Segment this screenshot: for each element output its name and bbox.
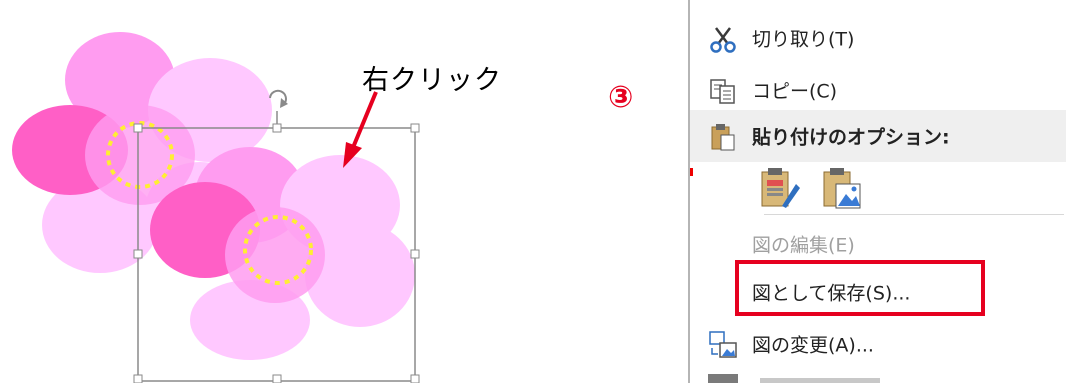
- menu-item-edit-picture: 図の編集(E): [690, 218, 1066, 270]
- flower-illustration: [12, 32, 420, 383]
- next-item-icon: [708, 374, 738, 383]
- clipboard-icon: [711, 124, 735, 151]
- front-flower[interactable]: [150, 147, 415, 360]
- menu-label-copy: コピー(C): [752, 80, 838, 103]
- slide-canvas: 右クリック: [12, 32, 502, 383]
- next-item-label: [760, 378, 880, 383]
- menu-item-save-as-picture[interactable]: 図として保存(S)...: [690, 266, 1066, 318]
- paste-picture-icon[interactable]: [820, 166, 866, 212]
- save-as-picture-highlight: [735, 260, 985, 316]
- menu-label-edit-picture: 図の編集(E): [752, 234, 855, 257]
- menu-label-save-as-picture: 図として保存(S)...: [752, 282, 911, 305]
- context-menu: 切り取り(T) コピー(C) 貼り付けのオプション:: [688, 0, 1066, 383]
- scissors-icon: [710, 27, 736, 53]
- menu-separator: [764, 214, 1064, 215]
- pointer-arrow-icon: [343, 91, 378, 168]
- menu-item-copy[interactable]: コピー(C): [690, 64, 1066, 116]
- menu-item-change-picture[interactable]: 図の変更(A)...: [690, 318, 1066, 370]
- menu-label-change-picture: 図の変更(A)...: [752, 334, 874, 357]
- paste-keep-format-icon[interactable]: [756, 166, 802, 212]
- ruler-mark: [690, 168, 693, 176]
- step-number: ③: [608, 80, 634, 115]
- selection-box[interactable]: [133, 111, 420, 383]
- menu-label-cut: 切り取り(T): [752, 28, 855, 51]
- copy-icon: [710, 79, 735, 104]
- menu-item-cut[interactable]: 切り取り(T): [690, 12, 1066, 64]
- change-picture-icon: [709, 331, 737, 358]
- menu-label-paste-options: 貼り付けのオプション:: [752, 126, 950, 149]
- rotate-handle-icon[interactable]: [269, 89, 288, 108]
- right-click-label: 右クリック: [362, 65, 502, 96]
- paste-options-header: 貼り付けのオプション:: [690, 110, 1066, 162]
